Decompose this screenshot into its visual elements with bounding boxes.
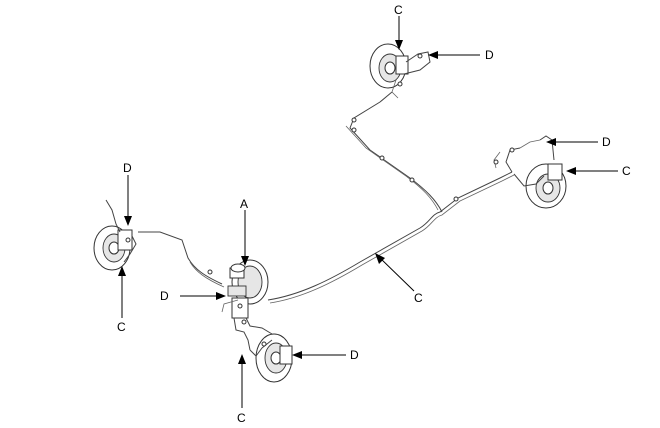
front-left-brake-assembly <box>93 199 137 271</box>
label-d-front-right: D <box>602 135 611 149</box>
label-c-front-right: C <box>622 164 631 178</box>
label-d-rear-left: D <box>350 348 359 362</box>
leader-arrows <box>118 16 618 408</box>
label-a: A <box>240 197 248 211</box>
label-d-front-left: D <box>123 161 132 175</box>
label-c-front-left: C <box>117 320 126 334</box>
label-c-rear-right: C <box>394 3 403 17</box>
callout-labels: A C D D C D C D C D C <box>117 3 631 425</box>
label-c-rear-left: C <box>237 411 246 425</box>
master-cylinder-booster <box>221 259 273 351</box>
label-c-main-line: C <box>414 291 423 305</box>
label-d-rear-right: D <box>485 48 494 62</box>
main-brake-line <box>138 91 515 304</box>
label-d-booster: D <box>160 289 169 303</box>
rear-right-brake-assembly <box>369 43 431 99</box>
front-right-brake-assembly <box>493 135 567 209</box>
rear-left-brake-assembly <box>249 333 293 383</box>
